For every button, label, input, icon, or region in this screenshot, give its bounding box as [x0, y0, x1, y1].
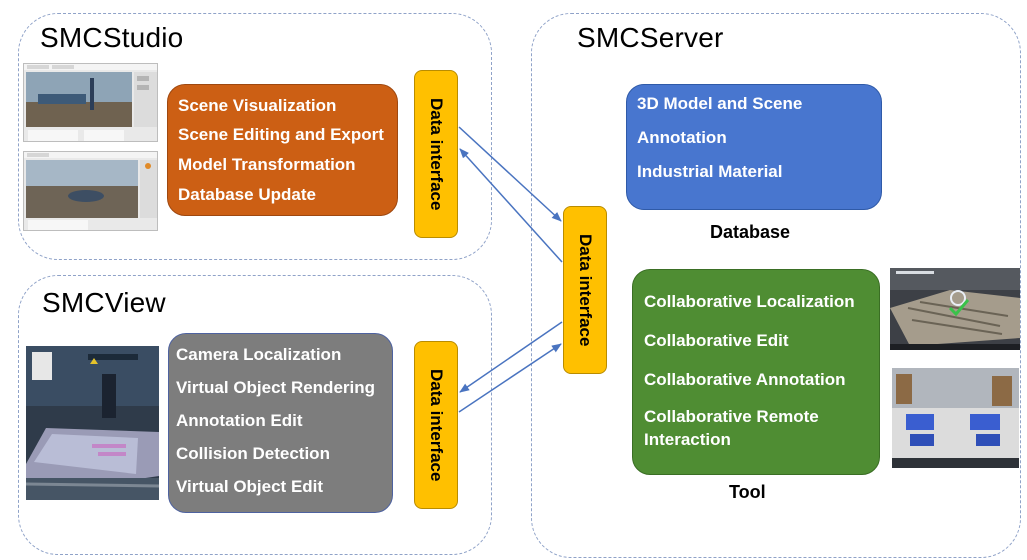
view-feature-item: Collision Detection — [176, 444, 330, 463]
studio-feature-item: Model Transformation — [178, 155, 356, 174]
smcstudio-title: SMCStudio — [40, 22, 184, 53]
studio-feature-item: Database Update — [178, 185, 316, 204]
studio-feature-item: Scene Visualization — [178, 96, 337, 115]
database-item: Annotation — [637, 128, 727, 147]
smcview-title: SMCView — [42, 287, 166, 318]
tool-box: Collaborative Localization Collaborative… — [632, 269, 880, 475]
tool-item: Collaborative Remote — [644, 407, 819, 426]
tool-item: Collaborative Localization — [644, 292, 855, 311]
view-feature-box: Camera Localization Virtual Object Rende… — [168, 333, 393, 513]
studio-data-interface: Data interface — [414, 70, 458, 238]
tool-item: Interaction — [644, 430, 731, 449]
view-ar-photo — [26, 346, 159, 500]
studio-screenshot-bottom — [23, 151, 158, 231]
studio-feature-item: Scene Editing and Export — [178, 125, 384, 144]
database-caption: Database — [710, 222, 791, 242]
tool-item: Collaborative Edit — [644, 331, 789, 350]
view-feature-item: Annotation Edit — [176, 411, 303, 430]
server-data-interface: Data interface — [563, 206, 607, 374]
tool-ar-photo-top — [890, 268, 1020, 350]
database-item: Industrial Material — [637, 162, 783, 181]
smcserver-title: SMCServer — [577, 22, 724, 53]
database-box: 3D Model and Scene Annotation Industrial… — [626, 84, 882, 210]
view-data-interface: Data interface — [414, 341, 458, 509]
view-feature-item: Virtual Object Edit — [176, 477, 324, 496]
server-data-interface-label: Data interface — [576, 233, 595, 347]
database-item: 3D Model and Scene — [637, 94, 803, 113]
view-feature-item: Camera Localization — [176, 345, 342, 364]
tool-warehouse-photo — [892, 368, 1019, 468]
studio-screenshot-top — [23, 63, 158, 142]
tool-item: Collaborative Annotation — [644, 370, 846, 389]
view-feature-item: Virtual Object Rendering — [176, 378, 376, 397]
view-data-interface-label: Data interface — [427, 368, 446, 482]
studio-data-interface-label: Data interface — [427, 97, 446, 211]
smcview-panel — [18, 275, 492, 555]
studio-feature-box: Scene Visualization Scene Editing and Ex… — [167, 84, 398, 216]
tool-caption: Tool — [729, 482, 766, 502]
smcserver-panel — [531, 13, 1021, 558]
